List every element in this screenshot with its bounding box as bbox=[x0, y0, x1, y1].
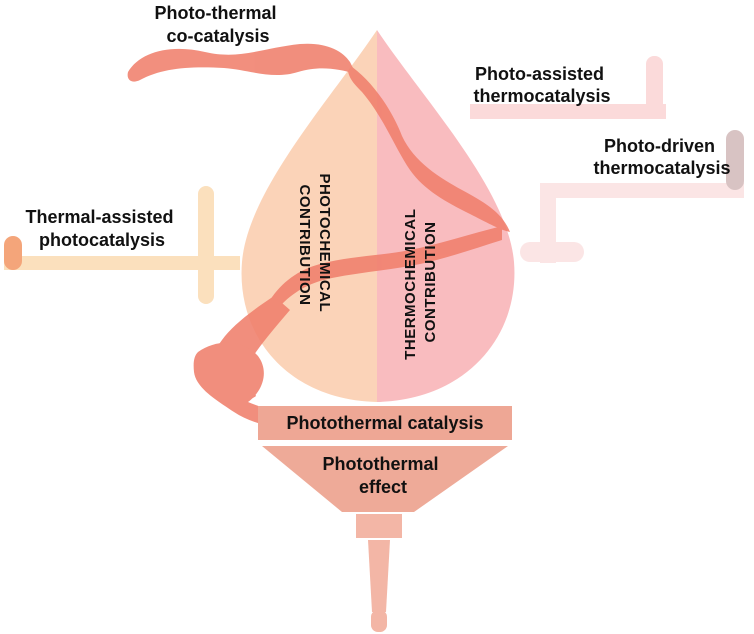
label-photo-driven-thermocatalysis-line1: Photo-driven bbox=[604, 136, 715, 156]
pipe-upper-right-horizontal bbox=[470, 104, 666, 119]
paint-splash bbox=[127, 43, 510, 428]
label-photo-driven-thermocatalysis: Photo-driven thermocatalysis bbox=[593, 136, 730, 178]
label-photochemical-contribution: PHOTOCHEMICAL CONTRIBUTION bbox=[296, 173, 333, 316]
label-photo-driven-thermocatalysis-line2: thermocatalysis bbox=[593, 158, 730, 178]
band-photothermal-catalysis bbox=[258, 406, 512, 440]
label-thermochemical-contribution: THERMOCHEMICAL CONTRIBUTION bbox=[402, 204, 439, 360]
funnel-tube bbox=[368, 540, 390, 612]
label-photo-thermal-cocatalysis-line1: Photo-thermal bbox=[154, 3, 276, 23]
label-thermal-assisted-photocatalysis: Thermal-assisted photocatalysis bbox=[25, 207, 178, 250]
pipe-mid-right-elbow bbox=[520, 242, 584, 262]
splash-top-arc bbox=[127, 43, 356, 82]
pipe-thermal-assisted-photocatalysis bbox=[4, 186, 240, 304]
pipe-photo-driven-thermocatalysis bbox=[520, 130, 744, 263]
funnel-neck bbox=[356, 514, 402, 538]
label-photo-assisted-thermocatalysis: Photo-assisted thermocatalysis bbox=[473, 64, 610, 106]
label-photothermal-effect-line1: Photothermal bbox=[322, 454, 438, 474]
label-photo-assisted-thermocatalysis-line1: Photo-assisted bbox=[475, 64, 604, 84]
splash-descending bbox=[347, 64, 510, 232]
label-thermochemical-line2: CONTRIBUTION bbox=[422, 222, 439, 343]
pipe-upper-right-vertical bbox=[646, 56, 663, 116]
label-photochemical-line2: CONTRIBUTION bbox=[296, 185, 313, 306]
pipe-left-stub bbox=[4, 236, 22, 270]
funnel-tip bbox=[371, 610, 387, 632]
svg-text:THERMOCHEMICAL CONTRIBUT: THERMOCHEMICAL CONTRIBUTION bbox=[402, 204, 439, 360]
label-photothermal-effect-line2: effect bbox=[359, 477, 407, 497]
label-thermal-assisted-photocatalysis-line1: Thermal-assisted bbox=[25, 207, 173, 227]
label-photo-assisted-thermocatalysis-line2: thermocatalysis bbox=[473, 86, 610, 106]
pipe-mid-right-horizontal bbox=[540, 183, 744, 198]
label-photochemical-line1: PHOTOCHEMICAL bbox=[316, 173, 333, 311]
splash-middle-band bbox=[270, 226, 502, 304]
funnel-cone bbox=[262, 446, 508, 512]
pipe-left-horizontal bbox=[4, 256, 240, 270]
svg-text:PHOTOCHEMICAL CONTRIBUTI: PHOTOCHEMICAL CONTRIBUTION bbox=[296, 173, 333, 316]
splash-bottom-blot bbox=[193, 342, 300, 428]
label-photothermal-effect: Photothermal effect bbox=[322, 454, 443, 497]
pipe-mid-right-grey-stub bbox=[726, 130, 744, 190]
funnel bbox=[258, 406, 512, 632]
label-photo-thermal-cocatalysis-line2: co-catalysis bbox=[166, 26, 269, 46]
pipe-left-vertical bbox=[198, 186, 214, 304]
label-photo-thermal-cocatalysis: Photo-thermal co-catalysis bbox=[154, 3, 281, 46]
pipe-photo-assisted-thermocatalysis bbox=[470, 56, 666, 119]
flame-right-half bbox=[377, 30, 515, 402]
label-thermal-assisted-photocatalysis-line2: photocatalysis bbox=[39, 230, 165, 250]
label-photothermal-catalysis: Photothermal catalysis bbox=[286, 413, 483, 433]
label-thermochemical-line1: THERMOCHEMICAL bbox=[402, 209, 419, 360]
